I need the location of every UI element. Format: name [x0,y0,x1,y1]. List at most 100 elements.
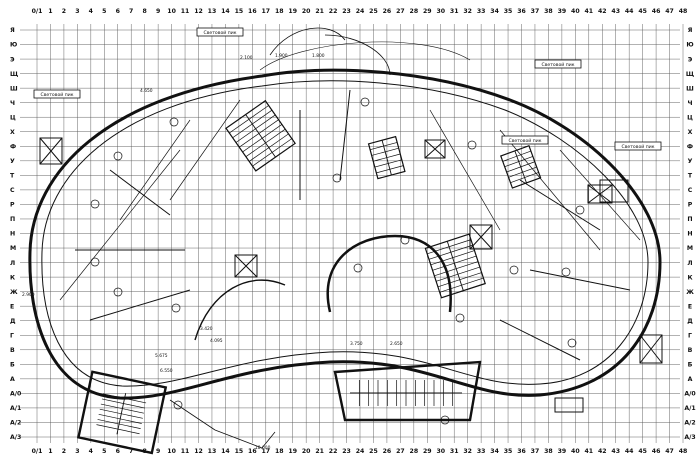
column-label-top: 31 [450,8,459,15]
shaft-5 [39,137,63,165]
row-label-left: А/0 [10,391,22,398]
skylight-callout: Световой пик [33,89,81,99]
column-label-bottom: 42 [598,448,607,455]
column-label-top: 29 [423,8,432,15]
room-marker [400,235,410,245]
shaft-1 [469,224,493,250]
dimension-label: 3.420 [200,326,213,332]
row-label-left: Я [10,27,15,34]
dimension-label: 6.550 [160,368,173,374]
stair-divider [245,114,276,158]
row-label-left: Ц [10,114,16,121]
row-label-left: У [10,158,15,165]
dimension-label: 2.650 [390,341,403,347]
column-label-top: 12 [194,8,203,15]
column-label-top: 20 [302,8,311,15]
stairwell-north [225,99,296,172]
row-label-right: А/3 [684,434,695,441]
skylight-callout: Световой пик [534,59,582,69]
radial-line-6 [429,109,501,231]
column-label-bottom: 22 [329,448,338,455]
column-label-bottom: 35 [504,448,513,455]
row-label-left: Т [10,173,15,180]
room-marker [171,303,181,313]
column-label-top: 34 [490,8,499,15]
interior-wall-8 [339,89,351,181]
row-label-right: А [688,376,693,383]
building-plan [28,27,662,400]
row-label-left: А/2 [10,420,21,427]
row-label-right: Д [687,318,693,325]
room-marker [455,313,465,323]
dimension-label: 3.750 [350,341,363,347]
ramp-arc-left [269,27,346,56]
shaft-7 [599,179,629,203]
row-label-right: Х [688,129,693,136]
room-marker [113,287,123,297]
column-label-top: 3 [75,8,79,15]
row-label-right: М [687,245,693,252]
column-label-top: 37 [531,8,540,15]
radial-line-1 [119,119,191,221]
column-label-bottom: 1 [48,448,52,455]
row-label-right: Б [688,362,693,369]
column-label-bottom: 4 [89,448,94,455]
dimension-label: 4.095 [210,338,223,344]
column-label-bottom: 28 [410,448,419,455]
column-label-top: 44 [625,8,634,15]
row-label-left: М [10,245,16,252]
column-label-top: 41 [584,8,593,15]
dimension-label: 18.000 [255,445,271,451]
stairwell-core-small [367,135,406,180]
callouts: Световой пик Световой пик Световой пик С… [33,27,662,151]
dimension-label: 5.675 [155,353,168,359]
row-label-left: В [10,347,15,354]
column-label-top: 47 [665,8,674,15]
stair-divider [381,140,392,176]
room-marker [113,151,123,161]
ramp-arc-lower [259,41,471,71]
column-label-bottom: 39 [558,448,567,455]
row-label-left: С [10,187,15,194]
row-label-right: А/2 [684,420,695,427]
shaft-8 [554,397,584,413]
survey-leader [169,399,276,449]
interior-wall-4 [519,179,601,231]
row-label-right: С [688,187,693,194]
column-label-bottom: 19 [288,448,297,455]
column-label-top: 18 [275,8,284,15]
column-label-top: 33 [477,8,486,15]
column-label-top: 14 [221,8,230,15]
row-label-left: Б [10,362,15,369]
dimension-label: 4.650 [140,88,153,94]
column-label-top: 26 [383,8,392,15]
row-label-right: Я [688,27,693,34]
column-label-top: 22 [329,8,338,15]
row-label-left: Д [10,318,16,325]
column-label-bottom: 17 [261,448,270,455]
row-label-right: К [687,274,692,281]
room-marker [467,140,477,150]
column-label-bottom: 27 [396,448,405,455]
column-label-top: 43 [611,8,620,15]
column-label-top: 1 [48,8,52,15]
row-label-left: Ч [10,100,15,107]
column-label-bottom: 43 [611,448,620,455]
row-label-right: Ю [686,42,693,49]
column-label-top: 2 [62,8,66,15]
column-label-bottom: 34 [490,448,499,455]
column-label-top: 42 [598,8,607,15]
room-marker [90,257,100,267]
interior-wall-1 [109,169,171,216]
callout-label: Световой пик [542,61,575,68]
column-label-top: 13 [208,8,217,15]
row-label-left: Р [10,202,15,209]
dimension-label: 1.900 [275,53,288,59]
row-label-right: Е [688,303,692,310]
column-label-bottom: 11 [181,448,190,455]
room-marker [332,173,342,183]
row-label-right: В [688,347,693,354]
row-label-left: Ф [10,143,16,150]
column-label-bottom: 41 [584,448,593,455]
